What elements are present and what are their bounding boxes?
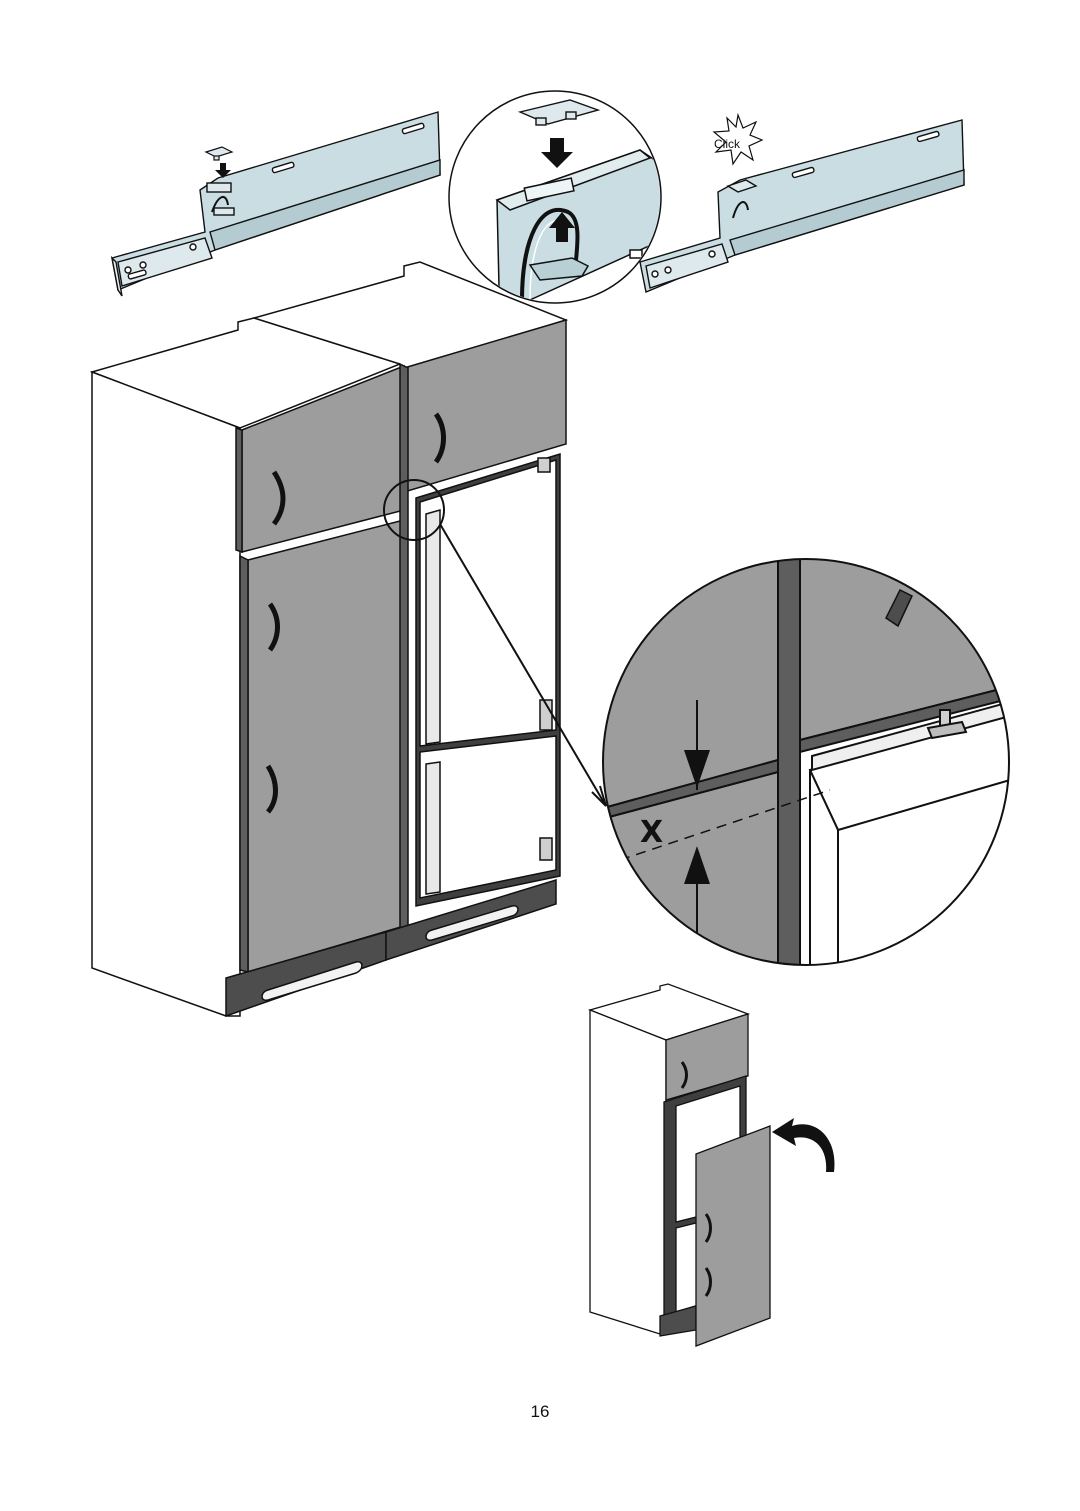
hinge-top xyxy=(537,457,551,473)
rail-left-hole xyxy=(139,261,147,269)
bracket-lug xyxy=(213,155,220,161)
vertical-divider xyxy=(777,559,801,965)
rail-step-1 xyxy=(110,111,441,297)
rail-magnified-hole xyxy=(629,249,643,259)
appliance-upper-inner xyxy=(425,509,441,745)
left-lower-door xyxy=(247,519,405,974)
handle-left-middle xyxy=(267,602,280,652)
handle-swing-lower xyxy=(704,1267,712,1297)
handle-small-upper xyxy=(680,1061,688,1089)
down-arrow-icon xyxy=(541,138,573,168)
left-lower-door-edge xyxy=(239,554,249,973)
gap-label-x: X xyxy=(640,815,663,850)
lower-door-panel xyxy=(603,770,779,965)
appliance-lower-inner xyxy=(425,761,441,895)
rail-right-slot xyxy=(791,166,815,179)
handle-left-lower xyxy=(265,764,278,814)
handle-swing-upper xyxy=(704,1213,712,1243)
rail-right-hole xyxy=(664,266,672,274)
left-plinth-vent xyxy=(261,961,363,1001)
clip-attached xyxy=(726,179,758,193)
detail-circle-top xyxy=(448,90,662,304)
rail-left-slot xyxy=(401,122,425,135)
leader-line-path xyxy=(439,523,607,807)
swinging-door xyxy=(695,1125,771,1347)
adjustment-screw xyxy=(926,709,968,740)
leader-line xyxy=(439,523,607,807)
gap-detail-circle: X xyxy=(602,558,1010,966)
clip-piece-top xyxy=(517,99,601,126)
right-plinth-vent xyxy=(425,905,519,941)
rail-magnified-slot xyxy=(523,177,575,202)
rail-left-edge xyxy=(209,159,441,251)
left-upper-door-edge xyxy=(235,426,243,554)
clip-block xyxy=(206,182,232,193)
up-arrow-icon xyxy=(549,212,575,242)
rail-left-slot xyxy=(127,269,147,280)
tall-cabinet-small xyxy=(587,983,771,1347)
rail-right-edge xyxy=(729,169,965,256)
appliance-upper-frame xyxy=(419,458,557,747)
bracket-plate xyxy=(204,146,234,158)
rotation-arrow xyxy=(772,1118,835,1172)
appliance-panel-face xyxy=(809,769,839,965)
handle-right-upper xyxy=(433,412,446,464)
dimension-arrow-up-icon xyxy=(684,846,710,884)
rail-right-hole xyxy=(651,270,659,278)
spring-wire xyxy=(520,208,580,301)
rail-left-hole xyxy=(124,266,132,274)
rail-right-end xyxy=(645,243,729,289)
leader-arrowhead-icon xyxy=(591,785,607,807)
rail-left-hole xyxy=(189,243,197,251)
cabinet-side-left xyxy=(91,370,241,1017)
hinge-bottom xyxy=(539,837,553,861)
rail-left-slot xyxy=(271,161,295,174)
cabinet-assembly xyxy=(89,261,569,1018)
handle-left-upper xyxy=(271,470,286,526)
handle-fragment xyxy=(885,588,913,628)
dimension-arrow-down-icon xyxy=(684,750,710,788)
click-label: Click xyxy=(714,137,741,151)
reference-dashed-line xyxy=(619,789,831,861)
rail-right-hole xyxy=(708,250,716,258)
page-number: 16 xyxy=(530,1402,550,1421)
clip-base xyxy=(213,207,235,216)
gap-detail-boundary xyxy=(602,558,1010,966)
click-star-icon xyxy=(712,112,764,166)
appliance-lower-frame xyxy=(419,735,557,899)
clip-piece-lug xyxy=(535,117,547,126)
screw-nut xyxy=(926,720,968,740)
rail-step-3 xyxy=(639,119,965,293)
clip-piece-lug xyxy=(565,111,577,120)
rail-right-slot xyxy=(916,130,940,143)
small-bracket xyxy=(204,146,234,161)
divider-strip xyxy=(399,362,409,932)
zoom-origin-circle xyxy=(383,479,445,541)
spring-clip xyxy=(732,201,749,219)
click-burst: Click xyxy=(712,112,764,166)
curved-arrow-icon xyxy=(772,1118,835,1172)
down-arrow-icon xyxy=(215,163,231,178)
clip-base-magnified xyxy=(528,257,590,281)
rail-left-lip xyxy=(110,255,123,297)
small-cabinet-side xyxy=(589,1009,667,1335)
